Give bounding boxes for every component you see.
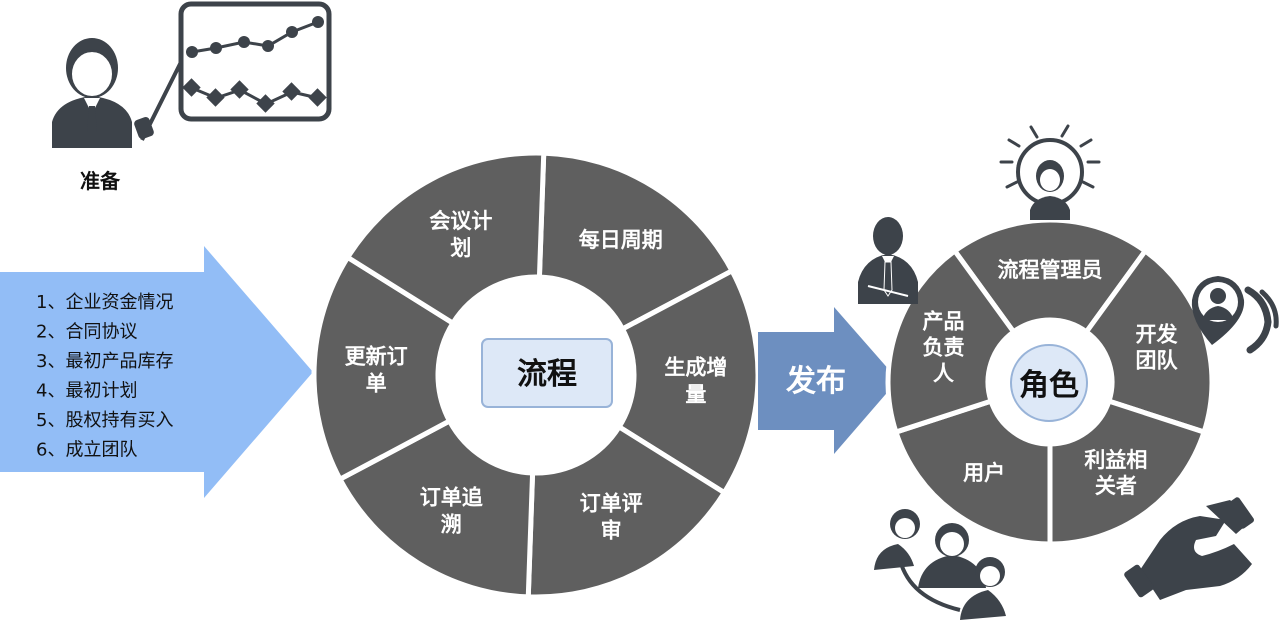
prepare-item: 6、成立团队 bbox=[36, 440, 137, 461]
prepare-item: 3、最初产品库存 bbox=[36, 351, 173, 372]
roles-segment bbox=[1047, 398, 1207, 547]
process-segment-label: 生成增 bbox=[664, 356, 727, 380]
process-segment-label: 会议计 bbox=[429, 209, 492, 233]
team-location-icon bbox=[1191, 276, 1279, 354]
roles-segment-label: 关者 bbox=[1095, 474, 1137, 498]
prepare-item: 1、企业资金情况 bbox=[36, 292, 173, 313]
businessman-icon bbox=[858, 217, 918, 304]
process-segment-label: 单 bbox=[366, 371, 387, 395]
roles-segment-label: 团队 bbox=[1136, 349, 1179, 373]
roles-segment-label: 开发 bbox=[1136, 323, 1179, 347]
process-segment bbox=[616, 268, 761, 496]
process-segment-label: 量 bbox=[685, 383, 706, 407]
roles-center-circle bbox=[1010, 344, 1088, 422]
publish-arrow bbox=[758, 307, 898, 454]
publish-label: 发布 bbox=[785, 364, 846, 399]
roles-center-label: 角色 bbox=[1019, 368, 1079, 403]
roles-segment-label: 产品 bbox=[922, 310, 964, 334]
prepare-item: 5、股权持有买入 bbox=[36, 410, 173, 431]
roles-segment-label: 流程管理员 bbox=[998, 258, 1103, 282]
process-segment bbox=[337, 418, 536, 600]
process-segment bbox=[311, 254, 456, 482]
line-chart-icon bbox=[178, 1, 332, 122]
prepare-item: 2、合同协议 bbox=[36, 322, 137, 343]
process-center-label: 流程 bbox=[517, 357, 577, 392]
process-center-box bbox=[481, 338, 613, 408]
process-segment bbox=[525, 424, 727, 600]
roles-segment-label: 利益相 bbox=[1084, 448, 1147, 472]
idea-person-icon bbox=[999, 124, 1101, 220]
roles-segment bbox=[885, 248, 1017, 435]
roles-segment bbox=[952, 217, 1148, 335]
prepare-list: 1、企业资金情况 2、合同协议 3、最初产品库存 4、最初计划 5、股权持有买入 6、成立… bbox=[36, 292, 173, 461]
process-segment bbox=[536, 150, 735, 332]
process-segment-label: 划 bbox=[450, 236, 471, 260]
process-segment-label: 审 bbox=[601, 518, 622, 542]
roles-segment bbox=[1083, 248, 1215, 435]
roles-segment-label: 人 bbox=[933, 362, 954, 386]
process-segment-label: 更新订 bbox=[345, 344, 408, 368]
process-segment-label: 溯 bbox=[441, 513, 462, 537]
process-segment-label: 订单评 bbox=[580, 491, 643, 515]
process-segment-label: 订单追 bbox=[420, 486, 484, 510]
handshake-icon bbox=[1124, 497, 1254, 600]
process-segment-label: 每日周期 bbox=[579, 228, 663, 252]
roles-segment-label: 用户 bbox=[963, 461, 1005, 485]
roles-segment-label: 负责 bbox=[922, 336, 964, 360]
roles-segment bbox=[893, 398, 1053, 547]
users-group-icon bbox=[874, 509, 1006, 620]
prepare-item: 4、最初计划 bbox=[36, 381, 137, 402]
process-segment bbox=[345, 150, 547, 326]
prepare-label: 准备 bbox=[80, 169, 121, 193]
prepare-arrow bbox=[0, 246, 313, 498]
presenter-icon bbox=[52, 38, 188, 148]
